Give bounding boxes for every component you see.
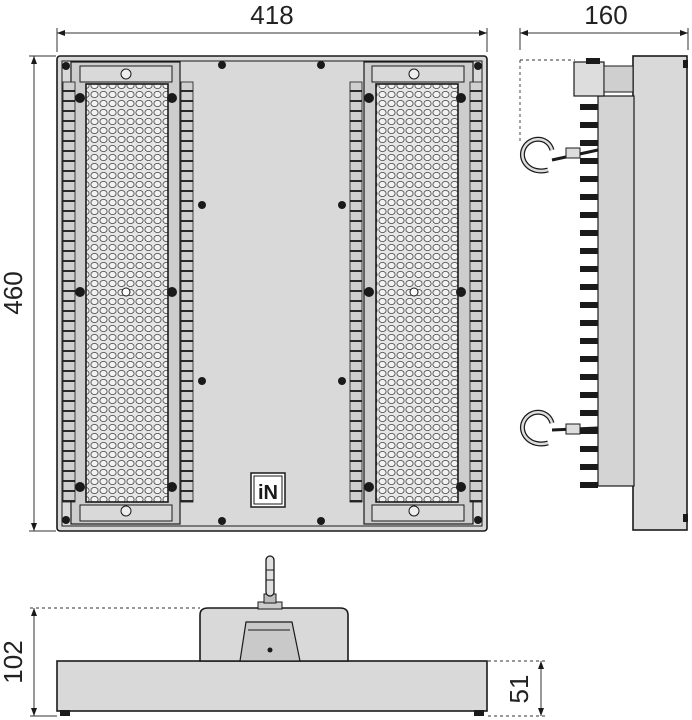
fin bbox=[580, 176, 598, 182]
fin bbox=[580, 446, 598, 452]
fin bbox=[580, 104, 598, 110]
suspension-eye bbox=[257, 555, 283, 610]
fin bbox=[580, 212, 598, 218]
hook-top bbox=[520, 136, 599, 174]
led-module-right bbox=[349, 61, 483, 525]
fin bbox=[580, 464, 598, 470]
width-dimension: 418 bbox=[56, 0, 488, 52]
fin bbox=[580, 482, 598, 488]
fin bbox=[580, 284, 598, 290]
fin bbox=[580, 248, 598, 254]
depth-dimension: 160 bbox=[519, 0, 689, 50]
depth-label: 160 bbox=[584, 0, 627, 30]
width-label: 418 bbox=[250, 0, 293, 30]
front-view: 418 460 bbox=[0, 0, 488, 532]
fin bbox=[580, 140, 598, 146]
fin bbox=[580, 194, 598, 200]
fin bbox=[580, 230, 598, 236]
fin bbox=[580, 356, 598, 362]
base-height-label: 51 bbox=[504, 675, 534, 704]
fin bbox=[580, 122, 598, 128]
fin bbox=[580, 428, 598, 434]
fin bbox=[580, 302, 598, 308]
cable-gland bbox=[573, 58, 634, 97]
elevation-base bbox=[56, 660, 488, 712]
height-dimension: 460 bbox=[0, 55, 56, 532]
body-height-label: 102 bbox=[0, 640, 28, 683]
brand-logo: iN bbox=[250, 472, 286, 508]
elevation-view: 102 51 bbox=[0, 555, 546, 717]
logo-text: iN bbox=[258, 482, 278, 504]
side-view: 160 bbox=[519, 0, 689, 531]
fin bbox=[580, 374, 598, 380]
body-height-dimension: 102 bbox=[0, 607, 200, 717]
height-label: 460 bbox=[0, 271, 28, 314]
side-housing bbox=[632, 55, 688, 531]
fin bbox=[580, 158, 598, 164]
fin bbox=[580, 320, 598, 326]
fin bbox=[580, 338, 598, 344]
fin bbox=[580, 410, 598, 416]
side-cooling-fins bbox=[580, 104, 598, 488]
fin bbox=[580, 392, 598, 398]
led-module-left bbox=[62, 61, 194, 525]
base-height-dimension: 51 bbox=[488, 660, 546, 717]
hook-bottom bbox=[520, 409, 599, 447]
fin bbox=[580, 266, 598, 272]
